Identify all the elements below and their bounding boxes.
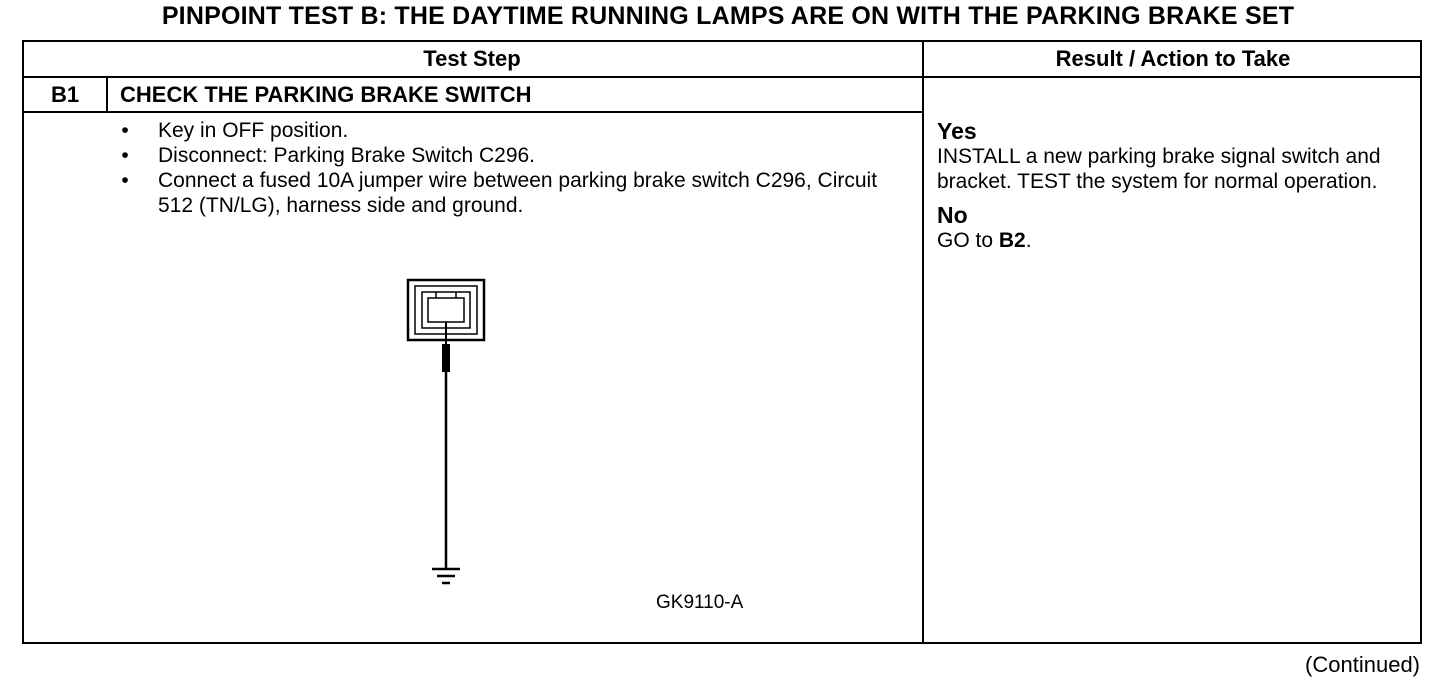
step-title: CHECK THE PARKING BRAKE SWITCH xyxy=(120,82,532,107)
result-yes: Yes INSTALL a new parking brake signal s… xyxy=(937,118,1407,194)
header-test-step: Test Step xyxy=(423,46,521,71)
continued-note: (Continued) xyxy=(1305,652,1420,677)
bullet: • xyxy=(121,169,129,192)
pinpoint-test-table xyxy=(22,40,1422,644)
figure-id: GK9110-A xyxy=(656,592,744,613)
result-yes-label: Yes xyxy=(937,118,977,144)
list-item: •Key in OFF position. xyxy=(118,118,908,143)
result-actions: Yes INSTALL a new parking brake signal s… xyxy=(937,118,1407,261)
list-item: •Connect a fused 10A jumper wire between… xyxy=(118,168,908,218)
goto-step-link: B2 xyxy=(998,229,1026,252)
list-item: •Disconnect: Parking Brake Switch C296. xyxy=(118,143,908,168)
result-no-label: No xyxy=(937,202,968,228)
step-id: B1 xyxy=(50,82,80,107)
page-title: PINPOINT TEST B: THE DAYTIME RUNNING LAM… xyxy=(161,2,1295,30)
column-divider xyxy=(922,40,924,644)
header-rule xyxy=(22,76,1422,78)
bullet: • xyxy=(121,144,129,167)
jumper-wire-icon xyxy=(442,322,450,568)
bullet: • xyxy=(121,119,129,142)
connector-jumper-ground-diagram xyxy=(406,278,486,585)
ground-icon xyxy=(432,567,460,585)
header-result-action: Result / Action to Take xyxy=(1055,46,1291,71)
result-no: No GO to B2. xyxy=(937,202,1407,253)
step-row-rule xyxy=(22,111,923,113)
step-instructions: •Key in OFF position. •Disconnect: Parki… xyxy=(118,118,908,218)
step-id-divider xyxy=(106,77,108,112)
result-no-action: GO to B2. xyxy=(937,229,1032,252)
result-yes-action: INSTALL a new parking brake signal switc… xyxy=(937,145,1381,193)
